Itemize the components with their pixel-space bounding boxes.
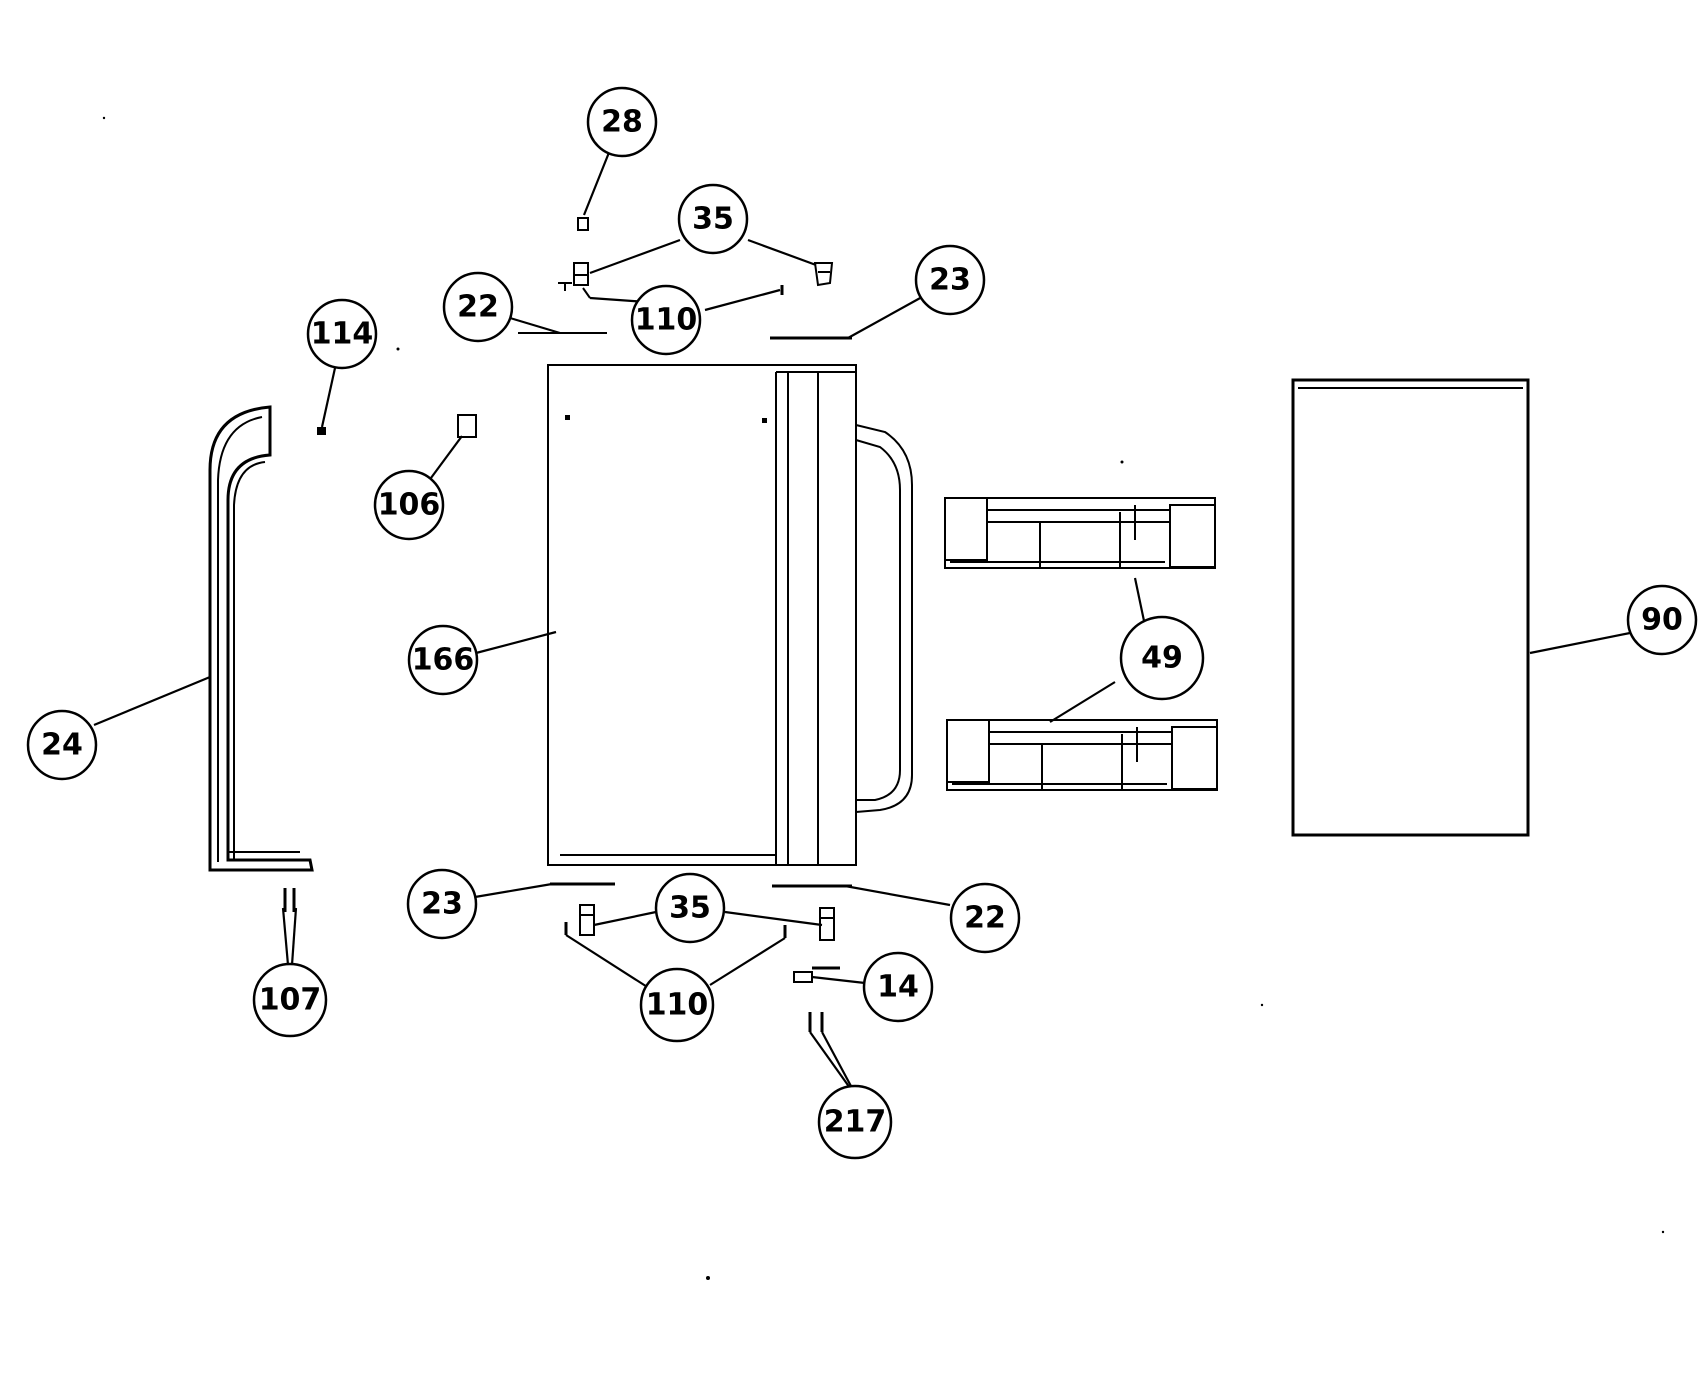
scan-specks: [102, 116, 1665, 1280]
callout-28: 28: [586, 86, 658, 158]
callout-114-label: 114: [311, 317, 374, 352]
callout-217-label: 217: [824, 1105, 887, 1140]
part-166-cabinet: [547, 364, 913, 866]
part-114-screw: [317, 427, 326, 435]
part-110-screws-top: [558, 282, 784, 299]
callout-22-top: 22: [442, 271, 514, 343]
part-24-side-trim: [208, 405, 314, 872]
callout-14: 14: [862, 951, 934, 1023]
callout-110-top-label: 110: [635, 303, 698, 338]
part-90-door-panel: [1291, 378, 1530, 837]
part-35-hinge-pins-top: [573, 262, 834, 287]
callout-106-label: 106: [378, 488, 441, 523]
callout-22-bottom-label: 22: [964, 901, 1006, 936]
callout-90-label: 90: [1641, 603, 1683, 638]
callout-106: 106: [373, 469, 445, 541]
callout-166-label: 166: [412, 643, 475, 678]
callout-14-label: 14: [877, 970, 919, 1005]
part-107-screws: [283, 888, 296, 912]
callout-23-bottom: 23: [406, 868, 478, 940]
callout-110-top: 110: [630, 284, 702, 356]
callout-35-top: 35: [677, 183, 749, 255]
callout-23-top: 23: [914, 244, 986, 316]
part-28-cap: [577, 217, 589, 231]
callout-35-top-label: 35: [692, 202, 734, 237]
callout-107-label: 107: [259, 983, 322, 1018]
callout-49-label: 49: [1141, 641, 1183, 676]
callout-90: 90: [1626, 584, 1698, 656]
callout-23-bottom-label: 23: [421, 887, 463, 922]
callout-49: 49: [1119, 615, 1205, 701]
callout-22-bottom: 22: [949, 882, 1021, 954]
part-49-door-shelf-upper: [944, 497, 1216, 569]
callout-35-bottom: 35: [654, 872, 726, 944]
callout-114: 114: [306, 298, 378, 370]
part-106-clip: [457, 414, 477, 438]
callout-107: 107: [252, 962, 328, 1038]
part-49-door-shelf-lower: [946, 719, 1218, 791]
callout-22-top-label: 22: [457, 290, 499, 325]
callout-28-label: 28: [601, 105, 643, 140]
callout-24: 24: [26, 709, 98, 781]
callout-24-label: 24: [41, 728, 83, 763]
callout-166: 166: [407, 624, 479, 696]
callout-110-bottom-label: 110: [646, 988, 709, 1023]
callout-110-bottom: 110: [639, 967, 715, 1043]
part-110-screws-bottom: [564, 922, 787, 938]
callout-217: 217: [817, 1084, 893, 1160]
callout-35-bottom-label: 35: [669, 891, 711, 926]
leader-lines: [93, 149, 1631, 1089]
callout-23-top-label: 23: [929, 263, 971, 298]
part-217-screws: [808, 1012, 824, 1032]
